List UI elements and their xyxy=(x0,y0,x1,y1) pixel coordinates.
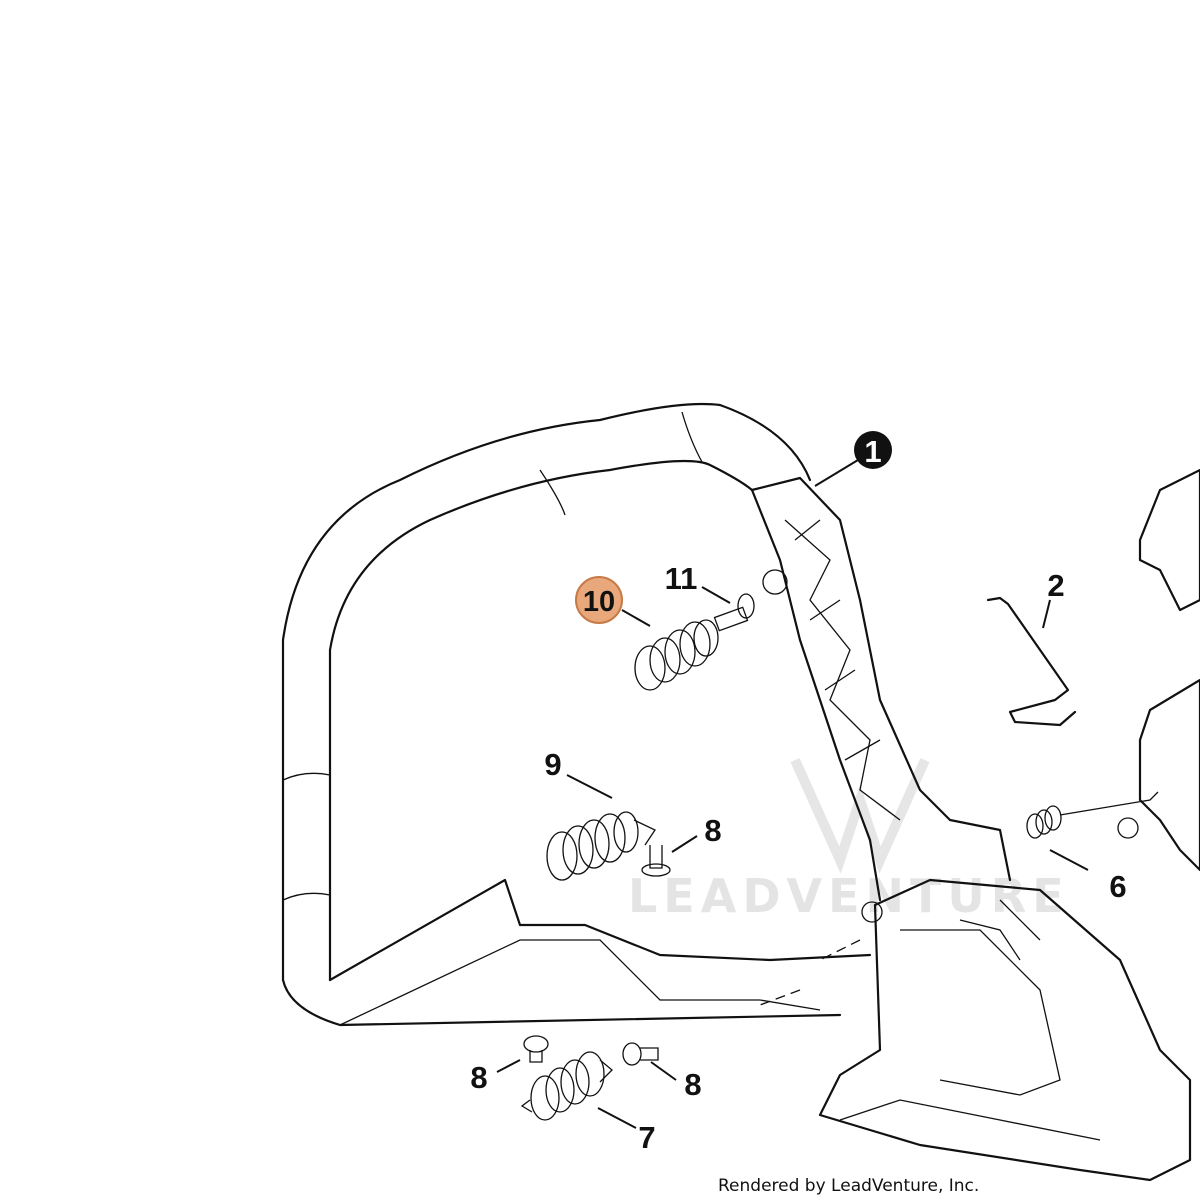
callout-8-upper[interactable]: 8 xyxy=(704,813,721,848)
watermark: LEADVENTURE xyxy=(628,757,1070,923)
callout-7[interactable]: 7 xyxy=(638,1120,655,1155)
av-spring-part-9 xyxy=(546,811,656,881)
pin-part-11 xyxy=(713,569,788,632)
callout-8-lower-left[interactable]: 8 xyxy=(470,1060,487,1095)
handle-bar xyxy=(281,402,872,1027)
callout-1-label: 1 xyxy=(864,434,881,469)
screw-part-8-top xyxy=(641,845,671,877)
callout-10-highlight xyxy=(575,576,623,624)
footer-credit: Rendered by LeadVenture, Inc. xyxy=(718,1176,980,1196)
callout-9[interactable]: 9 xyxy=(544,747,561,782)
spring-part-6 xyxy=(1026,791,1159,839)
callout-11[interactable]: 11 xyxy=(665,561,698,596)
callout-6[interactable]: 6 xyxy=(1109,869,1126,904)
av-spring-part-7 xyxy=(520,1051,613,1121)
screw-part-8-right xyxy=(622,1042,659,1066)
leader-lines xyxy=(496,459,1089,1129)
rod-part-2 xyxy=(986,596,1077,727)
callout-10-label: 10 xyxy=(583,586,615,618)
watermark-text: LEADVENTURE xyxy=(628,869,1070,923)
callout-1-badge xyxy=(854,431,892,469)
callout-1[interactable]: 1 xyxy=(854,431,892,469)
bracket-arm xyxy=(750,476,1012,902)
right-components xyxy=(1117,468,1200,872)
callout-2[interactable]: 2 xyxy=(1047,568,1064,603)
screw-part-8-left xyxy=(523,1035,549,1063)
av-spring-part-10 xyxy=(634,619,719,691)
lower-housing xyxy=(759,878,1192,1182)
callout-10[interactable]: 10 xyxy=(575,576,623,624)
callout-8-lower-right[interactable]: 8 xyxy=(684,1067,701,1102)
